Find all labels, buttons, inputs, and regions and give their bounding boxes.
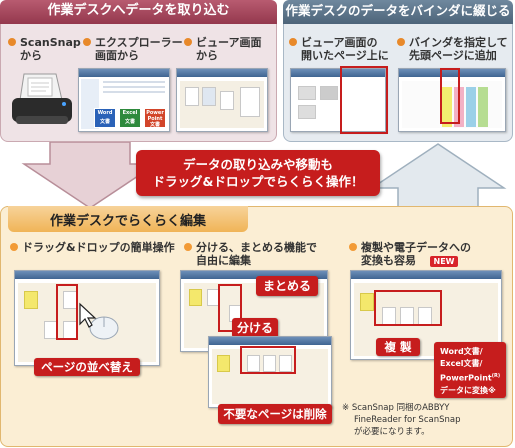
import-item-explorer: エクスプローラー 画面から: [83, 36, 183, 62]
import-panel-title: 作業デスクへデータを取り込む: [0, 0, 277, 24]
viewer-window-screenshot: [176, 68, 268, 132]
bullet-icon: [10, 243, 18, 251]
binder-item-binder: バインダを指定して 先頭ページに追加: [397, 36, 508, 62]
scanner-icon: [6, 70, 78, 132]
reorder-highlight: [56, 284, 78, 340]
highlight-frame: [340, 66, 388, 134]
duplicate-label: 複 製: [376, 338, 420, 356]
binder-highlight-frame: [440, 68, 460, 124]
bullet-icon: [8, 38, 16, 46]
up-arrow-icon: [368, 142, 508, 212]
split-highlight: [240, 346, 296, 374]
edit-item-split-merge: 分ける、まとめる機能で 自由に編集: [184, 241, 317, 267]
delete-label: 不要なページは削除: [218, 404, 332, 424]
import-item-viewer: ビューア画面 から: [184, 36, 262, 62]
import-item-scansnap: ScanSnap から: [8, 36, 81, 62]
bullet-icon: [289, 38, 297, 46]
bullet-icon: [83, 38, 91, 46]
duplicate-highlight: [374, 290, 442, 326]
down-arrow-icon: [20, 141, 160, 210]
footnote: ※ ScanSnap 同梱のABBYY FineReader for ScanS…: [342, 403, 461, 437]
merge-highlight: [218, 284, 242, 332]
binder-item-viewer: ビューア画面の 開いたページ上に: [289, 36, 389, 62]
convert-label: Word文書/ Excel文書/ PowerPoint(R) データに変換※: [434, 342, 506, 398]
bullet-icon: [349, 243, 357, 251]
new-badge: NEW: [430, 256, 458, 267]
split-screenshot: [208, 336, 332, 408]
drag-drop-banner: データの取り込みや移動も ドラッグ&ドロップでらくらく操作！: [136, 150, 380, 196]
bullet-icon: [397, 38, 405, 46]
merge-label: まとめる: [256, 276, 318, 296]
binder-panel-title: 作業デスクのデータをバインダに綴じる: [283, 0, 513, 24]
edit-panel-title-tab: [8, 206, 248, 232]
edit-panel-title: 作業デスクでらくらく編集: [49, 214, 206, 229]
reorder-label: ページの並べ替え: [34, 358, 140, 376]
binder-window-screenshot: [398, 68, 506, 132]
mouse-cursor-icon: [76, 300, 122, 342]
bullet-icon: [184, 38, 192, 46]
viewer-open-page-screenshot: [290, 68, 386, 132]
bullet-icon: [184, 243, 192, 251]
edit-item-duplicate-convert: 複製や電子データへの 変換も容易: [349, 241, 471, 267]
edit-item-drag: ドラッグ&ドロップの簡単操作: [10, 241, 175, 254]
split-label: 分ける: [232, 318, 278, 338]
